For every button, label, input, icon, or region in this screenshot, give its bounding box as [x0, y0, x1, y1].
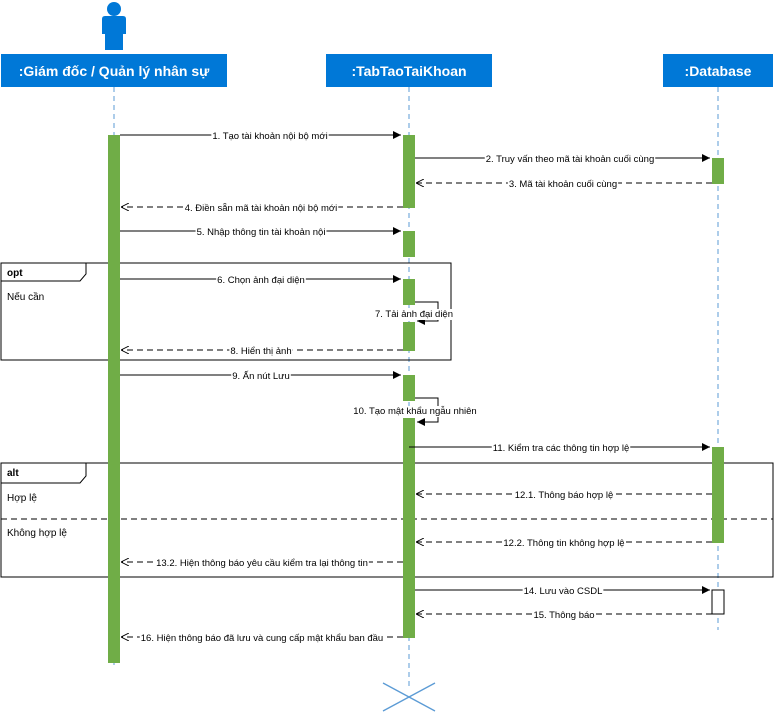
- message-12-2-label: 12.2. Thông tin không hợp lệ: [503, 538, 624, 549]
- alt-guard-invalid: Không hợp lệ: [7, 528, 67, 539]
- destroy-x-icon: [382, 682, 436, 712]
- message-9-label: 9. Ấn nút Lưu: [232, 371, 290, 382]
- alt-guard-valid: Hợp lệ: [7, 493, 37, 504]
- lifeline-manager-label: :Giám đốc / Quản lý nhân sự: [18, 62, 210, 79]
- activation-db-1: [712, 158, 724, 184]
- message-3: 3. Mã tài khoản cuối cùng: [416, 179, 712, 190]
- lifeline-tab-label: :TabTaoTaiKhoan: [351, 62, 467, 79]
- activation-tab-5: [403, 375, 415, 401]
- activation-tab-3: [403, 279, 415, 305]
- label-backdrop: [211, 131, 329, 142]
- label-backdrop: [231, 371, 291, 382]
- message-16: 16. Hiện thông báo đã lưu và cung cấp mậ…: [121, 633, 403, 644]
- message-13-2-label: 13.2. Hiện thông báo yêu cầu kiểm tra lạ…: [156, 558, 368, 569]
- message-5-label: 5. Nhập thông tin tài khoản nội: [197, 227, 326, 238]
- label-backdrop: [229, 346, 293, 357]
- message-1: 1. Tạo tài khoản nội bộ mới: [120, 131, 401, 142]
- label-backdrop: [155, 558, 369, 569]
- label-backdrop: [532, 610, 596, 621]
- message-7: 7. Tải ảnh đại diện: [374, 301, 454, 325]
- label-backdrop: [139, 633, 385, 644]
- label-backdrop: [507, 179, 619, 190]
- message-11-label: 11. Kiểm tra các thông tin hợp lệ: [493, 443, 630, 454]
- message-10: 10. Tạo mật khẩu ngẫu nhiên: [352, 397, 478, 426]
- message-12-1: 12.1. Thông báo hợp lệ: [416, 490, 712, 501]
- message-5: 5. Nhập thông tin tài khoản nội: [120, 227, 401, 238]
- alt-tag: alt: [7, 468, 19, 479]
- message-6: 6. Chọn ảnh đại diện: [120, 275, 401, 286]
- lifeline-manager-header: :Giám đốc / Quản lý nhân sự: [1, 54, 227, 87]
- label-backdrop: [374, 309, 454, 320]
- message-8: 8. Hiển thị ảnh: [121, 346, 403, 357]
- label-backdrop: [502, 538, 626, 549]
- alt-fragment: alt Hợp lệ Không hợp lệ: [0, 462, 774, 578]
- lifeline-db-label: :Database: [684, 62, 752, 79]
- lifeline-tab-header: :TabTaoTaiKhoan: [326, 54, 492, 87]
- activation-db-3: [711, 589, 725, 615]
- label-backdrop: [183, 203, 339, 214]
- message-11: 11. Kiểm tra các thông tin hợp lệ: [409, 443, 710, 454]
- message-4: 4. Điền sẵn mã tài khoản nội bộ mới: [121, 203, 403, 214]
- message-4-label: 4. Điền sẵn mã tài khoản nội bộ mới: [185, 203, 338, 214]
- label-backdrop: [522, 586, 604, 597]
- message-15: 15. Thông báo: [416, 610, 712, 621]
- message-6-label: 6. Chọn ảnh đại diện: [217, 275, 305, 286]
- person-icon: [102, 2, 126, 50]
- message-16-label: 16. Hiện thông báo đã lưu và cung cấp mậ…: [141, 633, 383, 644]
- label-backdrop: [216, 275, 306, 286]
- message-8-label: 8. Hiển thị ảnh: [230, 346, 291, 357]
- message-14-label: 14. Lưu vào CSDL: [524, 586, 603, 597]
- activation-db-2: [712, 447, 724, 543]
- opt-guard: Nếu cần: [7, 291, 44, 303]
- message-1-label: 1. Tạo tài khoản nội bộ mới: [212, 131, 327, 142]
- message-9: 9. Ấn nút Lưu: [120, 371, 401, 382]
- activation-tab-1: [403, 135, 415, 208]
- message-14: 14. Lưu vào CSDL: [415, 586, 710, 597]
- label-backdrop: [352, 406, 478, 417]
- lifeline-db-header: :Database: [663, 54, 773, 87]
- label-backdrop: [484, 154, 656, 165]
- message-3-label: 3. Mã tài khoản cuối cùng: [509, 179, 617, 190]
- message-12-1-label: 12.1. Thông báo hợp lệ: [515, 490, 614, 501]
- message-12-2: 12.2. Thông tin không hợp lệ: [416, 538, 712, 549]
- activation-tab-6: [403, 418, 415, 638]
- activation-manager: [108, 135, 120, 663]
- label-backdrop: [513, 490, 615, 501]
- label-backdrop: [491, 443, 631, 454]
- message-13-2: 13.2. Hiện thông báo yêu cầu kiểm tra lạ…: [121, 558, 403, 569]
- message-2: 2. Truy vấn theo mã tài khoản cuối cùng: [415, 154, 710, 165]
- message-7-label: 7. Tải ảnh đại diện: [375, 309, 453, 320]
- label-backdrop: [195, 227, 327, 238]
- activation-tab-4: [403, 322, 415, 351]
- message-2-label: 2. Truy vấn theo mã tài khoản cuối cùng: [486, 154, 654, 165]
- message-15-label: 15. Thông báo: [533, 610, 594, 621]
- message-10-label: 10. Tạo mật khẩu ngẫu nhiên: [353, 406, 476, 417]
- opt-tag: opt: [7, 268, 23, 279]
- activation-tab-2: [403, 231, 415, 257]
